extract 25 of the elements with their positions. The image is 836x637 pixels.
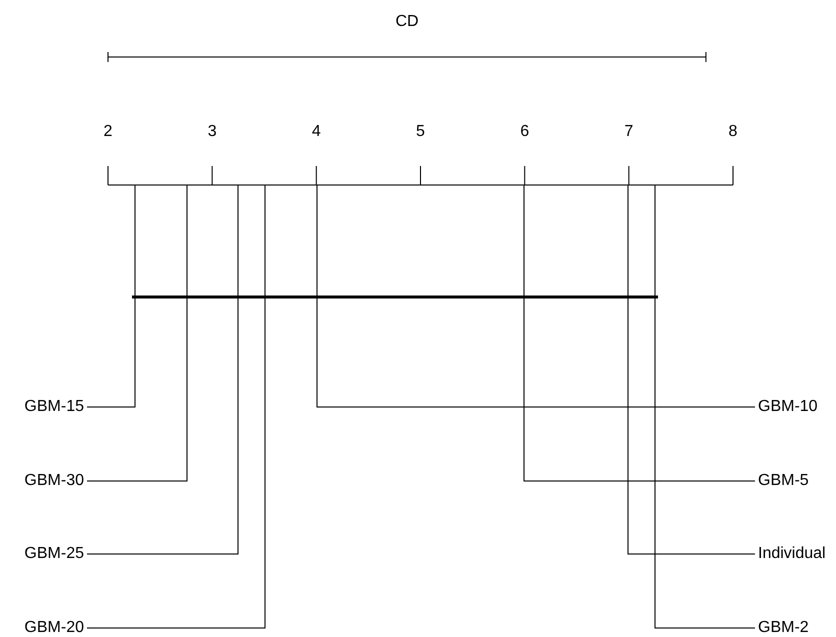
leader-line	[86, 184, 188, 482]
leader-line	[628, 184, 756, 554]
rank-axis	[108, 166, 734, 186]
axis-tick-label: 4	[312, 122, 321, 142]
axis-tick-label: 3	[208, 122, 217, 142]
axis-tick-label: 6	[520, 122, 530, 142]
axis-tick-label: 8	[728, 122, 738, 142]
method-label: GBM-15	[24, 397, 84, 417]
method-label: GBM-5	[758, 471, 809, 491]
leader-line	[524, 184, 756, 482]
axis-tick-label: 2	[104, 122, 112, 142]
leader-line	[316, 184, 756, 408]
method-label: GBM-2	[758, 618, 809, 637]
cd-label: CD	[395, 12, 419, 32]
method-label: GBM-10	[758, 397, 818, 417]
leader-line	[86, 184, 238, 554]
method-label: GBM-25	[24, 544, 84, 564]
leader-line	[86, 184, 136, 408]
axis-tick-label: 5	[416, 122, 425, 142]
leader-line	[654, 184, 756, 628]
axis-tick-label: 7	[624, 122, 634, 142]
leader-line	[86, 184, 266, 628]
method-label: Individual	[758, 544, 826, 564]
method-label: GBM-30	[24, 471, 84, 491]
method-label: GBM-20	[24, 618, 84, 637]
